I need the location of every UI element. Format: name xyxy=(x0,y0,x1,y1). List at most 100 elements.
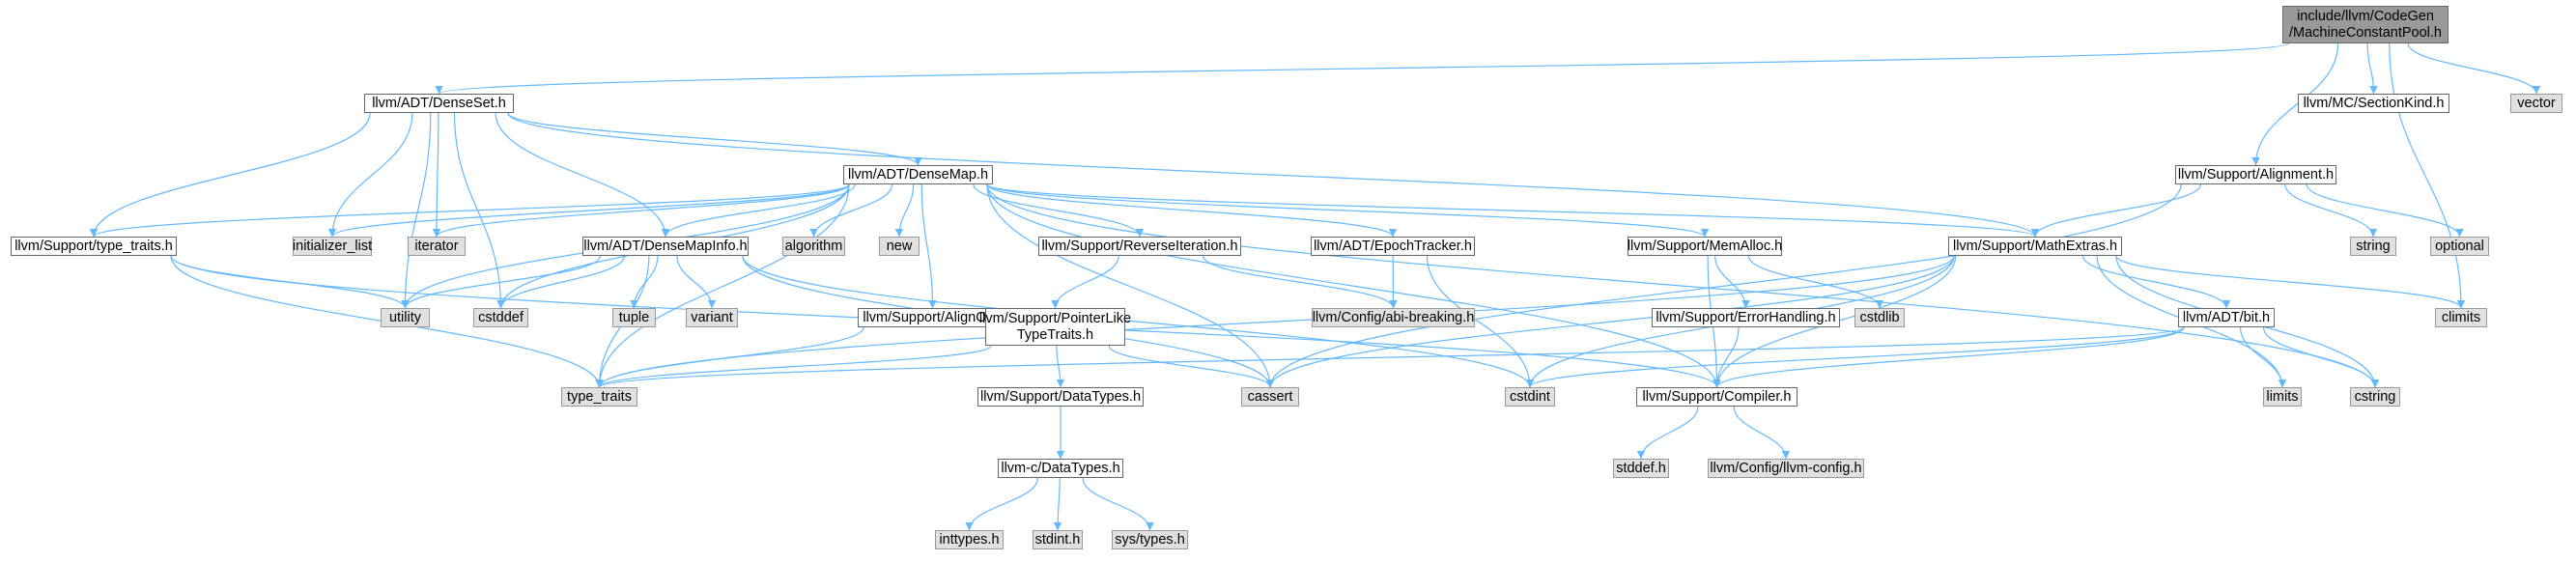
node-label: llvm/Support/DataTypes.h xyxy=(979,388,1142,405)
node-mathextras[interactable]: llvm/Support/MathExtras.h xyxy=(1948,237,2122,256)
node-sectionkind[interactable]: llvm/MC/SectionKind.h xyxy=(2298,94,2449,113)
node-label: cstring xyxy=(2354,388,2396,405)
edge-denseset-to-typetraits-h xyxy=(89,112,371,238)
node-label: iterator xyxy=(414,238,459,254)
node-label: cassert xyxy=(1247,388,1293,405)
node-cstdlib: cstdlib xyxy=(1854,308,1905,327)
node-alignment[interactable]: llvm/Support/Alignment.h xyxy=(2175,165,2336,184)
node-epochtracker[interactable]: llvm/ADT/EpochTracker.h xyxy=(1311,237,1475,256)
node-string: string xyxy=(2350,237,2396,256)
edge-densemap-to-iterator xyxy=(432,183,850,238)
edge-pointerlike-to-datatypes-support xyxy=(1056,345,1065,388)
node-iterator: iterator xyxy=(408,237,466,256)
node-utility: utility xyxy=(381,308,430,327)
node-label: llvm/ADT/EpochTracker.h xyxy=(1314,238,1472,254)
edge-bit-to-compiler xyxy=(1713,326,2185,388)
node-label: include/llvm/CodeGen /MachineConstantPoo… xyxy=(2289,8,2442,41)
node-label: inttypes.h xyxy=(939,531,1000,548)
edge-root-to-denseset xyxy=(435,42,2289,95)
node-label: llvm/Support/MemAlloc.h xyxy=(1627,238,1783,254)
edge-densemap-to-alignof xyxy=(920,183,937,309)
node-label: llvm/Support/MathExtras.h xyxy=(1952,238,2118,254)
node-label: llvm/ADT/DenseMapInfo.h xyxy=(583,238,748,254)
node-algorithm: algorithm xyxy=(782,237,845,256)
edge-densemapinfo-to-cstddef xyxy=(496,255,625,309)
node-label: llvm/Support/type_traits.h xyxy=(14,238,173,254)
node-datatypes-c[interactable]: llvm-c/DataTypes.h xyxy=(998,459,1123,478)
node-abibreaking: llvm/Config/abi-breaking.h xyxy=(1312,308,1475,327)
node-variant: variant xyxy=(686,308,738,327)
edge-mathextras-to-bit xyxy=(2081,255,2231,309)
node-label: limits xyxy=(2266,388,2299,405)
node-cstring: cstring xyxy=(2350,387,2400,407)
node-label: initializer_list xyxy=(292,238,373,254)
node-label: stddef.h xyxy=(1616,460,1666,476)
node-densemapinfo[interactable]: llvm/ADT/DenseMapInfo.h xyxy=(582,237,749,256)
node-initlist: initializer_list xyxy=(293,237,372,256)
node-label: llvm-c/DataTypes.h xyxy=(1001,460,1120,476)
node-label: algorithm xyxy=(784,238,843,254)
node-cstddef: cstddef xyxy=(473,308,528,327)
node-label: llvm/Support/PointerLike TypeTraits.h xyxy=(978,310,1132,343)
edge-alignment-to-cassert xyxy=(1265,183,2182,388)
node-cassert: cassert xyxy=(1241,387,1299,407)
node-label: type_traits xyxy=(567,388,632,405)
node-label: sys/types.h xyxy=(1115,531,1185,548)
node-label: llvm/ADT/bit.h xyxy=(2182,309,2271,325)
node-label: vector xyxy=(2517,95,2556,111)
edge-compiler-to-llvmconfig xyxy=(1733,406,1791,460)
edge-memalloc-to-errorhandling xyxy=(1714,255,1750,309)
node-stdint: stdint.h xyxy=(1033,530,1083,549)
edge-root-to-vector xyxy=(2407,42,2541,95)
edge-memalloc-to-cstdlib xyxy=(1747,255,1884,309)
edge-datatypes-c-to-systypes xyxy=(1082,477,1154,531)
node-alignof[interactable]: llvm/Support/AlignOf.h xyxy=(858,308,1007,327)
node-root: include/llvm/CodeGen /MachineConstantPoo… xyxy=(2282,6,2449,43)
node-pointerlike[interactable]: llvm/Support/PointerLike TypeTraits.h xyxy=(979,308,1131,346)
node-optional: optional xyxy=(2430,237,2489,256)
node-label: cstdint xyxy=(1510,388,1550,405)
edge-densemap-to-new xyxy=(894,183,915,238)
node-datatypes-support[interactable]: llvm/Support/DataTypes.h xyxy=(977,387,1144,407)
node-vector: vector xyxy=(2510,94,2562,113)
node-label: string xyxy=(2356,238,2391,254)
node-climits: climits xyxy=(2435,308,2487,327)
node-limits: limits xyxy=(2263,387,2302,407)
edge-densemapinfo-to-utility xyxy=(401,255,602,309)
node-denseset[interactable]: llvm/ADT/DenseSet.h xyxy=(364,94,514,113)
node-bit[interactable]: llvm/ADT/bit.h xyxy=(2178,308,2275,327)
edge-densemap-to-mathextras xyxy=(986,183,2039,238)
edge-alignment-to-mathextras xyxy=(2030,183,2201,238)
node-reverseiter[interactable]: llvm/Support/ReverseIteration.h xyxy=(1038,237,1241,256)
node-label: cstddef xyxy=(478,309,524,325)
node-label: llvm/Config/abi-breaking.h xyxy=(1312,309,1475,325)
node-label: llvm/MC/SectionKind.h xyxy=(2303,95,2445,111)
node-memalloc[interactable]: llvm/Support/MemAlloc.h xyxy=(1628,237,1782,256)
edge-denseset-to-utility xyxy=(401,112,432,309)
node-stddef: stddef.h xyxy=(1613,459,1669,478)
node-compiler[interactable]: llvm/Support/Compiler.h xyxy=(1636,387,1798,407)
node-label: llvm/Support/AlignOf.h xyxy=(863,309,1003,325)
node-label: utility xyxy=(388,309,422,325)
edge-epochtracker-to-cstdint xyxy=(1426,255,1535,388)
edge-bit-to-type-traits xyxy=(595,326,2185,388)
edge-reverseiter-to-abibreaking xyxy=(1203,255,1398,309)
edge-mathextras-to-climits xyxy=(2115,255,2466,309)
node-typetraits-h[interactable]: llvm/Support/type_traits.h xyxy=(11,237,177,256)
edge-bit-to-cstdint xyxy=(1525,326,2185,388)
edge-densemapinfo-to-cstdint xyxy=(742,255,1535,388)
node-label: cstdlib xyxy=(1859,309,1900,325)
node-label: llvm/Support/Compiler.h xyxy=(1642,388,1792,405)
edge-compiler-to-stddef xyxy=(1636,406,1699,460)
edge-densemap-to-epochtracker xyxy=(986,183,1398,238)
node-tuple: tuple xyxy=(612,308,656,327)
node-densemap[interactable]: llvm/ADT/DenseMap.h xyxy=(843,165,993,184)
node-label: llvm/Support/ErrorHandling.h xyxy=(1656,309,1836,325)
node-type-traits: type_traits xyxy=(561,387,637,407)
edge-bit-to-cstring xyxy=(2262,326,2380,388)
edge-root-to-sectionkind xyxy=(2366,42,2378,95)
node-errorhandling[interactable]: llvm/Support/ErrorHandling.h xyxy=(1652,308,1840,327)
edge-densemap-to-typetraits-h xyxy=(90,183,850,238)
